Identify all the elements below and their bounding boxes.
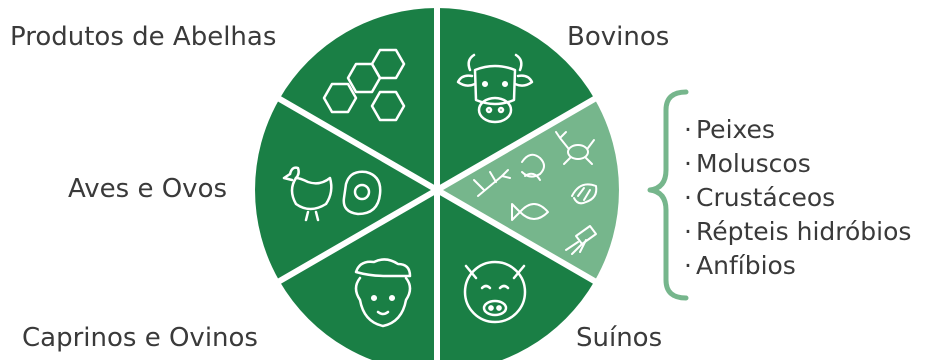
list-item-label: Crustáceos (696, 183, 836, 212)
brace-icon (647, 89, 689, 301)
label-poultry-eggs: Aves e Ovos (68, 174, 228, 204)
label-goats-sheep: Caprinos e Ovinos (22, 323, 258, 353)
list-item: ·Moluscos (684, 149, 811, 178)
list-item-label: Anfíbios (696, 251, 796, 280)
aquatic-list: ·Peixes ·Moluscos ·Crustáceos ·Répteis h… (684, 113, 911, 283)
honeycomb-icon (322, 48, 406, 122)
list-item-label: Moluscos (696, 149, 811, 178)
aquatic-animals-icon (473, 131, 598, 255)
sheep-icon (354, 258, 412, 328)
egg-icon (342, 170, 382, 216)
list-item: ·Anfíbios (684, 251, 796, 280)
list-item: ·Crustáceos (684, 183, 836, 212)
list-item-label: Peixes (696, 115, 775, 144)
pig-icon (463, 260, 527, 324)
list-item-label: Répteis hidróbios (696, 217, 912, 246)
list-item: ·Peixes (684, 115, 775, 144)
label-swine: Suínos (576, 323, 663, 353)
list-item: ·Répteis hidróbios (684, 217, 912, 246)
label-cattle: Bovinos (567, 22, 670, 52)
label-bee-products: Produtos de Abelhas (10, 22, 277, 52)
chicken-icon (282, 166, 333, 222)
sector-cattle (437, 8, 595, 190)
sector-aquatic (437, 99, 619, 281)
cow-icon (456, 53, 534, 124)
sector-dividers (269, 0, 605, 360)
